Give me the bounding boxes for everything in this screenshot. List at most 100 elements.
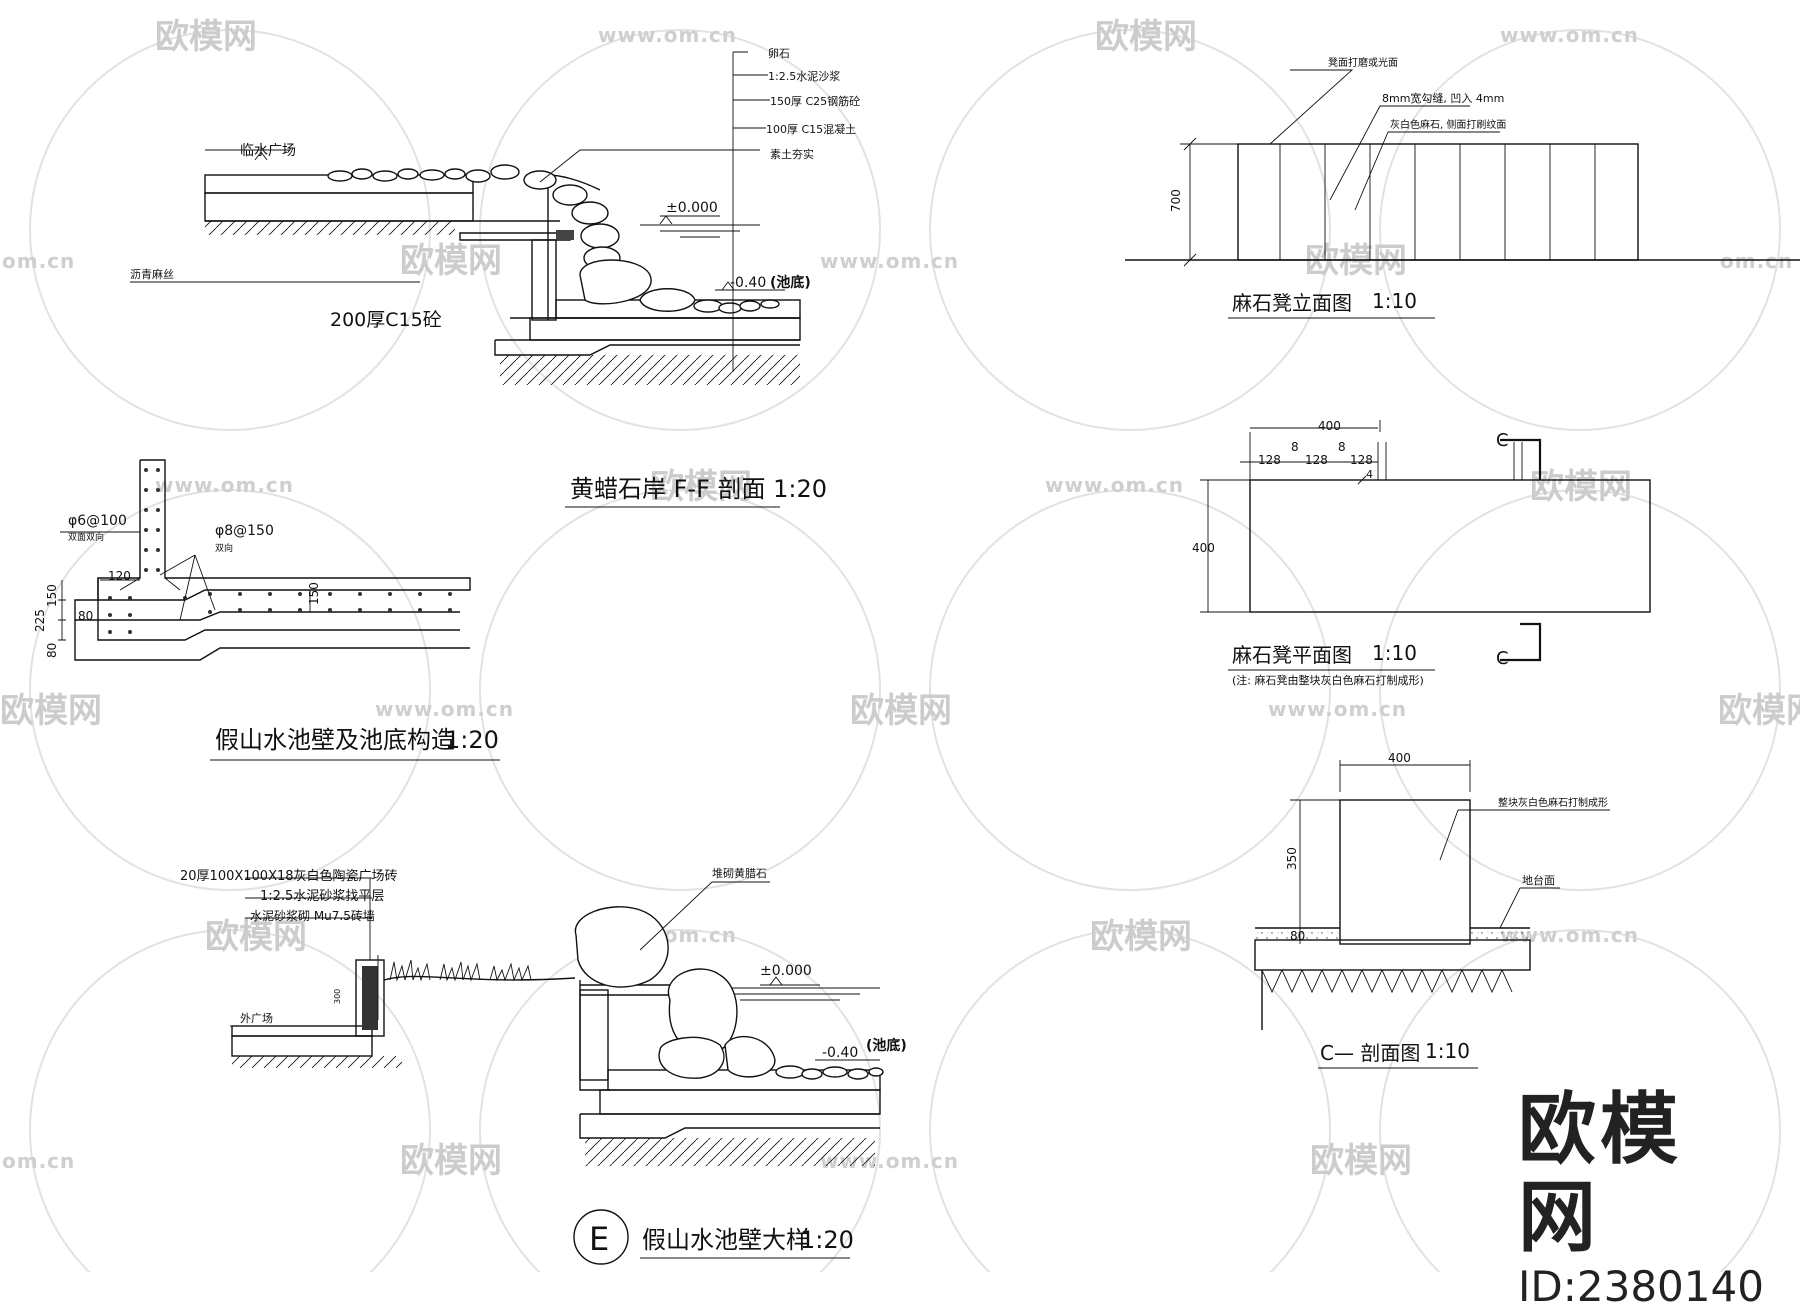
rebar-dots [108,468,452,634]
plan-dim-side: 400 [1192,541,1215,555]
pool-wall [531,239,557,321]
detail-e-plaza: 外广场 [240,1011,273,1025]
detail-e-drawing [230,877,884,1265]
compacted-soil [1261,968,1513,994]
plan-dim-4: 4 [1366,468,1373,481]
watermark-url: www.om.cn [155,473,294,497]
detail-e-title: 假山水池壁大样 [642,1226,810,1254]
detail-symbol: E [589,1220,609,1258]
pool-wall [579,989,609,1081]
watermark-text: 欧模网 [1718,691,1800,731]
bench-plan-drawing [1200,420,1651,662]
detail-e-layer-2: 1:2.5水泥砂浆找平层 [260,889,384,904]
watermark-url: om.cn [2,249,75,273]
section-mark-top: C [1496,430,1509,451]
detail-e-stone-label: 堆砌黄腊石 [712,866,767,880]
detail-e-layer-1: 20厚100X100X18灰白色陶瓷广场砖 [180,868,398,884]
section-c-scale: 1:10 [1425,1039,1470,1063]
plaza-base [204,192,474,222]
pebbles [327,164,780,314]
section-c-dim-400: 400 [1388,751,1411,765]
watermark-url: om.cn [1720,249,1793,273]
watermark-text: 欧模网 [1305,241,1407,281]
rebar-1-note: 双面双向 [68,531,104,543]
pool-bottom-base [599,1089,881,1115]
bench-top [1249,479,1651,613]
bench-elevation-title: 麻石凳立面图 [1232,291,1352,315]
bench-elevation-drawing [1125,69,1800,267]
rock [574,906,669,988]
bottom-level: -0.40 [730,275,766,291]
layer-note-2: 1:2.5水泥沙浆 [768,69,840,83]
plaza-label: 临水广场 [240,143,296,159]
detail-e-water-level: ±0.000 [760,963,812,979]
bench-body [1237,143,1639,261]
section-c-dim-80: 80 [1290,929,1305,943]
plan-dim-128: 128 [1305,453,1328,467]
layer-note-4: 100厚 C15混凝土 [766,122,856,136]
bench-note-3: 灰白色麻石, 侧面打刷纹面 [1390,118,1506,131]
rock [658,1036,725,1079]
wall-construction-drawing [58,459,471,661]
plan-dim-128: 128 [1350,453,1373,467]
watermark-text: 欧模网 [1530,467,1632,507]
grass [389,959,532,982]
section-c-drawing [1254,760,1610,1030]
section-f-drawing [130,51,801,385]
layer-note-5: 素土夯实 [770,147,814,161]
watermark-arcs [29,29,1781,1272]
section-c-note-2: 地台面 [1522,873,1555,887]
plan-dim-128: 128 [1258,453,1281,467]
section-c-dim-350: 350 [1285,847,1299,870]
bottom-note: (池底) [770,274,811,291]
section-f-title: 黄蜡石岸 F-F 剖面 1:20 [570,475,827,503]
detail-symbol-circle [573,1209,629,1265]
wall-construction-title: 假山水池壁及池底构造 [215,726,455,754]
detail-e-scale: 1:20 [800,1226,854,1254]
watermark-text: 欧模网 [400,241,502,281]
brand-id: ID:2380140 [1518,1262,1764,1311]
detail-e-bottom-level: -0.40 [822,1045,858,1061]
rebar-2: φ8@150 [215,523,274,539]
earth-hatch [500,355,800,385]
dim-80: 80 [78,609,93,623]
plan-dim-8: 8 [1291,440,1299,454]
watermark-text: 欧模网 [400,1141,502,1181]
earth-hatch [205,221,455,235]
bench-elevation-scale: 1:10 [1372,289,1417,313]
pool-bottom-base [529,317,801,341]
gravel-base [1254,939,1531,971]
plan-dim-total: 400 [1318,419,1341,433]
dim-120: 120 [108,569,131,583]
drawing-sheet: 欧模网 www.om.cn 欧模网 www.om.cn om.cn 欧模网 ww… [0,17,1800,1272]
watermark-url: www.om.cn [375,697,514,721]
watermark-url: www.om.cn [1500,23,1639,47]
dim-700: 700 [1169,189,1183,212]
water-level: ±0.000 [666,200,718,216]
watermark-text: 欧模网 [205,917,307,957]
rock [724,1035,776,1078]
watermark-text: 欧模网 [1090,917,1192,957]
watermark-url: www.om.cn [598,23,737,47]
brand-name: 欧模网 [1518,1085,1683,1263]
bench-plan-note: (注: 麻石凳由整块灰白色麻石打制成形) [1232,673,1424,687]
watermark-url: www.om.cn [1045,473,1184,497]
sealant-strip [556,230,574,240]
bench-section [1339,799,1471,945]
watermark-text: 欧模网 [0,691,102,731]
watermark-text: 欧模网 [155,17,257,57]
watermark-url: www.om.cn [1268,697,1407,721]
wall-construction-scale: 1:20 [445,726,499,754]
rebar-1: φ6@100 [68,513,127,529]
plan-dim-8: 8 [1338,440,1346,454]
section-c-note-1: 整块灰白色麻石打制成形 [1498,796,1608,809]
bench-note-1: 凳面打磨或光面 [1328,56,1398,69]
watermark-text: 欧模网 [650,467,752,507]
watermark-text: 欧模网 [1095,17,1197,57]
rebar-2-note: 双向 [215,542,233,554]
detail-e-layer-3: 水泥砂浆砌 Mu7.5砖墙 [250,908,375,923]
watermark-layer: 欧模网 www.om.cn 欧模网 www.om.cn om.cn 欧模网 ww… [0,17,1800,1272]
layer-note-1: 卵石 [768,47,790,60]
layer-note-3: 150厚 C25钢筋砼 [770,94,860,108]
section-mark-bottom: C [1496,648,1509,669]
